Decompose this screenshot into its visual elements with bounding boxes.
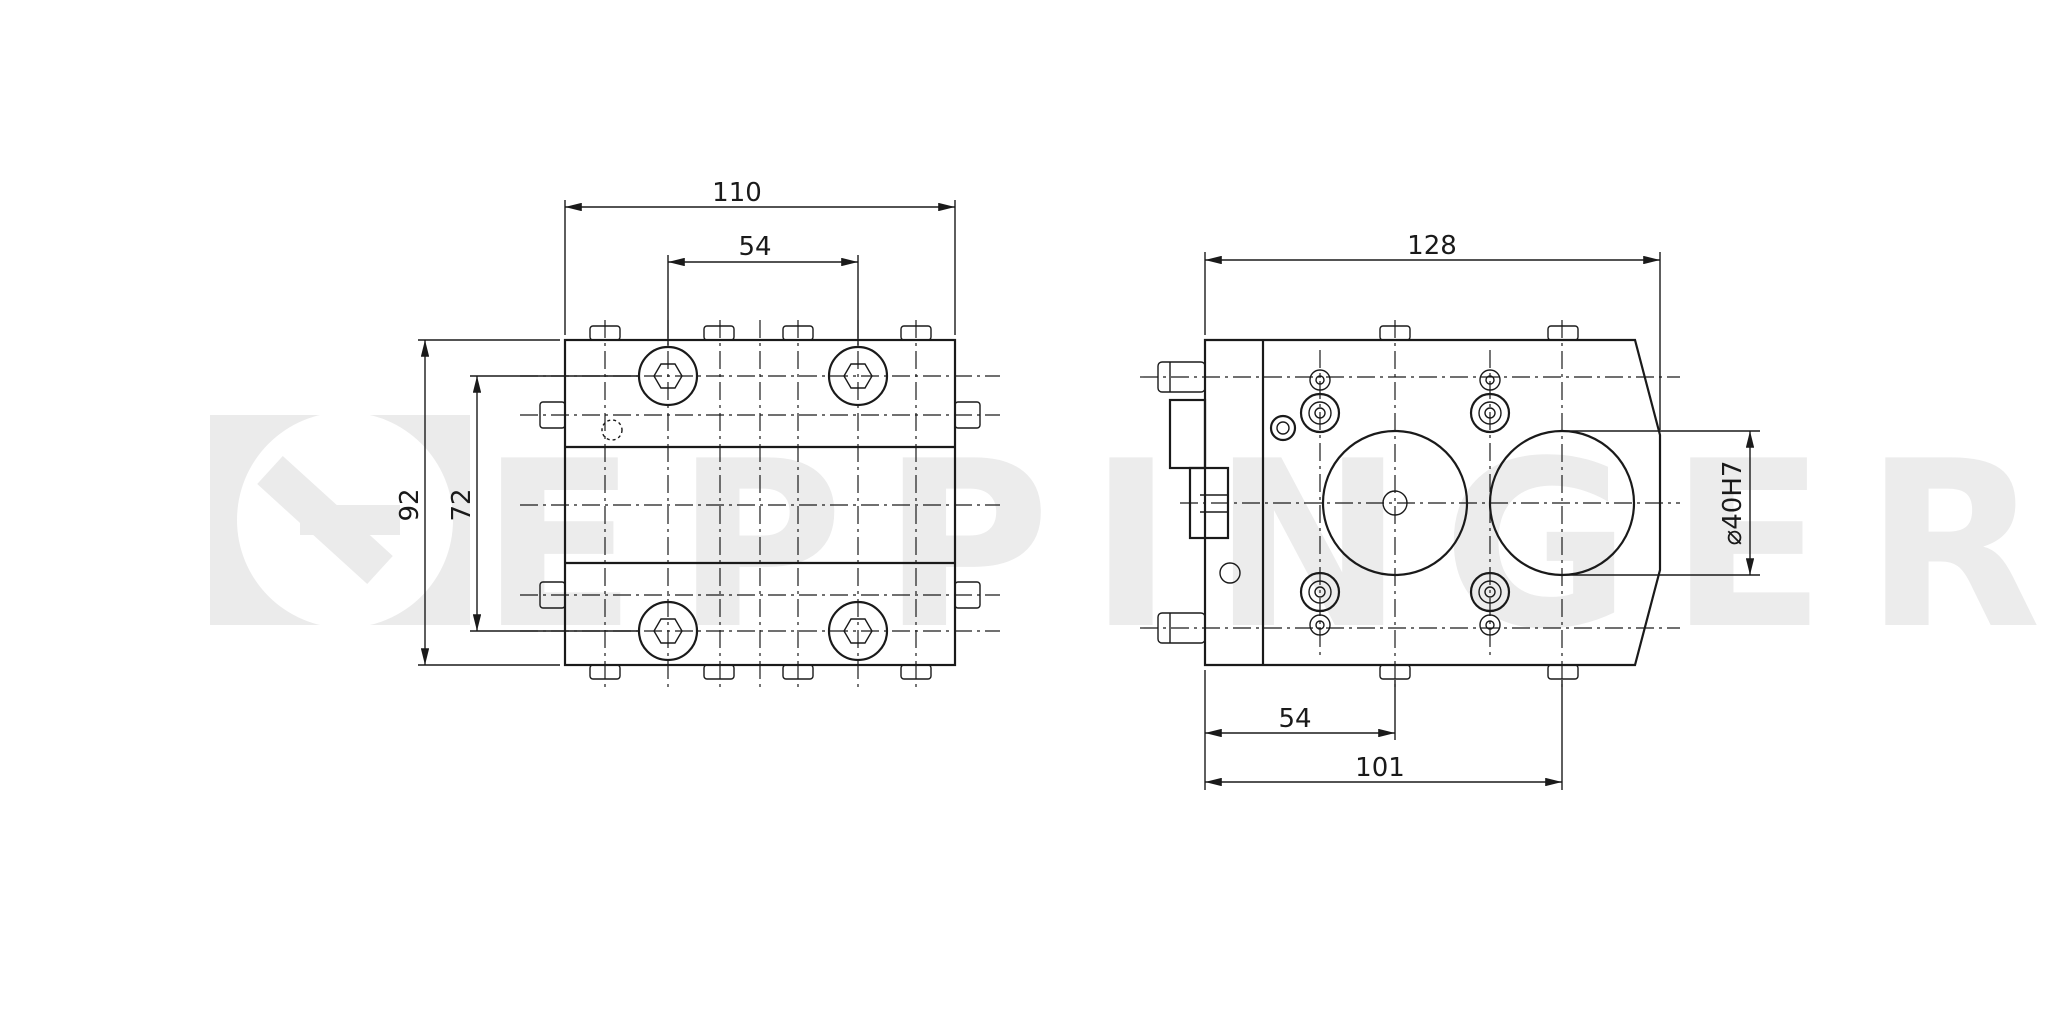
watermark-text: EPPINGER <box>480 413 2067 680</box>
left-view: 110 54 92 72 <box>395 178 1000 690</box>
dim-bore1-offset-54: 54 <box>1278 704 1311 734</box>
dim-bore2-offset-101: 101 <box>1355 753 1405 783</box>
dim-bore-diameter: ⌀40H7 <box>1718 461 1748 546</box>
dim-bolt-spacing-54: 54 <box>738 232 771 262</box>
right-view: 128 ⌀40H7 54 101 <box>1140 231 1760 790</box>
dim-height-92: 92 <box>395 488 425 521</box>
dim-width-128: 128 <box>1407 231 1457 261</box>
right-dimensions: 128 ⌀40H7 54 101 <box>1204 231 1760 790</box>
right-centerlines <box>1140 320 1680 690</box>
dim-width-110: 110 <box>712 178 762 208</box>
left-dimensions: 110 54 92 72 <box>395 178 956 666</box>
dim-inner-height-72: 72 <box>447 488 477 521</box>
watermark: EPPINGER <box>210 412 2067 680</box>
